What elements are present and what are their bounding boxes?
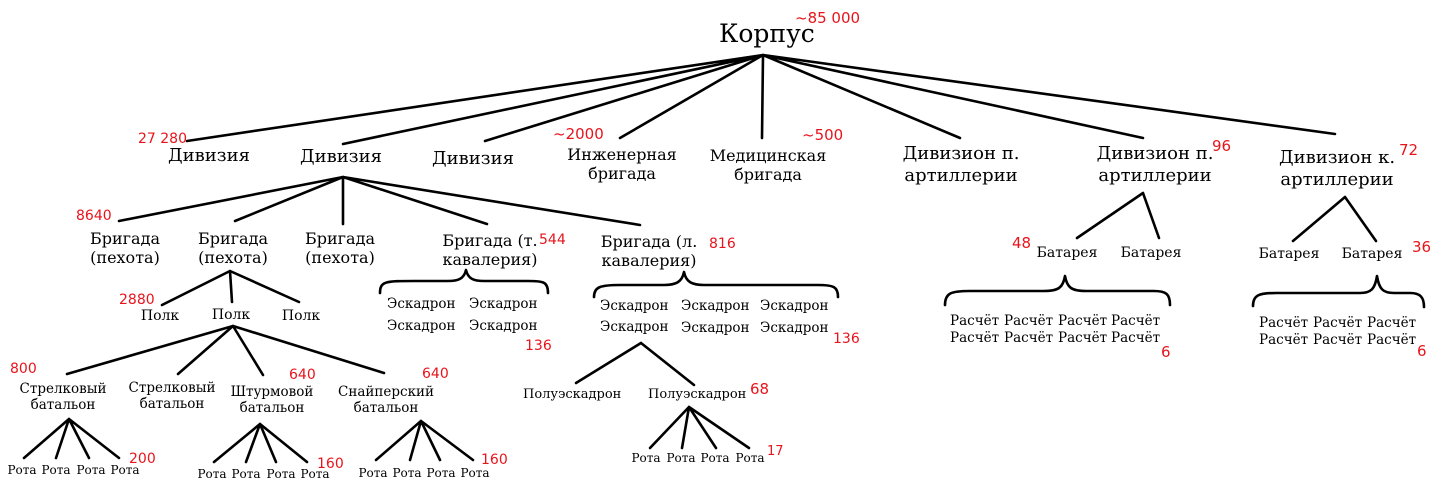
heavy-cavalry-brigade-count: 544 xyxy=(539,232,566,248)
field-battery-label: Батарея xyxy=(1120,245,1182,261)
crew-label: Расчёт xyxy=(1058,313,1108,329)
division-1-label: Дивизия xyxy=(168,145,250,166)
company-label: Рота xyxy=(700,451,730,465)
crew-label: Расчёт xyxy=(1004,330,1054,346)
rifle-battalion-1-label: Стрелковый батальон xyxy=(19,381,107,414)
company-label: Рота xyxy=(300,467,330,481)
company-label: Рота xyxy=(735,451,765,465)
light-squadron-label: Эскадрон xyxy=(760,320,829,336)
cavalry-battery-label: Батарея xyxy=(1258,246,1320,262)
company-label: Рота xyxy=(76,463,106,477)
rifle-battalion-2-label: Стрелковый батальон xyxy=(128,380,216,413)
company-group-4-count: 17 xyxy=(767,444,784,459)
crew-label: Расчёт xyxy=(950,313,1000,329)
crew-label: Расчёт xyxy=(1111,313,1161,329)
division-2-label: Дивизия xyxy=(300,146,382,167)
crew-label: Расчёт xyxy=(1367,315,1417,331)
light-squadron-count: 136 xyxy=(833,331,860,347)
crew-label: Расчёт xyxy=(1058,330,1108,346)
heavy-squadron-label: Эскадрон xyxy=(387,296,456,312)
crew-label: Расчёт xyxy=(1313,315,1363,331)
field-battery-label: Батарея xyxy=(1036,245,1098,261)
light-squadron-label: Эскадрон xyxy=(760,298,829,314)
regiment-3-label: Полк xyxy=(281,308,321,324)
division-3-label: Дивизия xyxy=(432,148,514,169)
rifle-battalion-1-count: 800 xyxy=(10,361,37,377)
field-artillery-division-2-label: Дивизион п. артиллерии xyxy=(1096,143,1214,186)
crew-label: Расчёт xyxy=(1367,332,1417,348)
crew-label: Расчёт xyxy=(1313,332,1363,348)
company-group-2-count: 160 xyxy=(317,456,344,472)
infantry-brigade-3-label: Бригада (пехота) xyxy=(305,229,375,268)
light-squadron-label: Эскадрон xyxy=(681,298,750,314)
company-label: Рота xyxy=(666,451,696,465)
company-label: Рота xyxy=(110,463,140,477)
light-squadron-label: Эскадрон xyxy=(600,319,669,335)
company-label: Рота xyxy=(7,463,37,477)
half-squadron-count: 68 xyxy=(750,380,770,398)
corps-label: Корпус xyxy=(719,19,815,48)
infantry-brigade-2-label: Бригада (пехота) xyxy=(198,229,268,268)
company-group-1-count: 200 xyxy=(129,451,156,467)
company-group-3-count: 160 xyxy=(481,452,508,468)
crew-label: Расчёт xyxy=(1259,332,1309,348)
corps-count: ~85 000 xyxy=(795,9,861,27)
heavy-squadron-label: Эскадрон xyxy=(469,296,538,312)
light-cavalry-brigade-label: Бригада (л. кавалерия) xyxy=(600,232,698,271)
company-label: Рота xyxy=(231,467,261,481)
cavalry-battery-count: 36 xyxy=(1412,238,1432,256)
regiment-1-label: Полк xyxy=(140,308,180,324)
company-label: Рота xyxy=(460,466,490,480)
sniper-battalion-label: Снайперский батальон xyxy=(338,384,434,417)
regiment-2-label: Полк xyxy=(211,307,251,323)
field-artillery-division-1-label: Дивизион п. артиллерии xyxy=(902,143,1020,186)
cavalry-battery-label: Батарея xyxy=(1341,246,1403,262)
sniper-battalion-count: 640 xyxy=(422,366,449,382)
company-label: Рота xyxy=(426,466,456,480)
crew-label: Расчёт xyxy=(1004,313,1054,329)
crew-label: Расчёт xyxy=(1111,330,1161,346)
company-label: Рота xyxy=(358,466,388,480)
field-battery-count: 48 xyxy=(1012,234,1032,252)
cavalry-crew-count: 6 xyxy=(1417,342,1427,360)
medical-brigade-count: ~500 xyxy=(802,126,844,144)
heavy-squadron-label: Эскадрон xyxy=(469,318,538,334)
half-squadron-label: Полуэскадрон xyxy=(523,387,622,402)
engineer-brigade-count: ~2000 xyxy=(553,125,604,143)
crew-label: Расчёт xyxy=(950,330,1000,346)
company-label: Рота xyxy=(392,466,422,480)
light-cavalry-brigade-count: 816 xyxy=(709,236,736,252)
light-squadron-label: Эскадрон xyxy=(600,298,669,314)
cavalry-artillery-division-label: Дивизион к. артиллерии xyxy=(1278,147,1396,190)
company-label: Рота xyxy=(631,451,661,465)
cavalry-artillery-division-count: 72 xyxy=(1399,141,1419,159)
division-1-count: 27 280 xyxy=(138,131,187,147)
infantry-brigade-1-label: Бригада (пехота) xyxy=(90,229,160,268)
half-squadron-label: Полуэскадрон xyxy=(648,387,747,402)
infantry-brigade-1-count: 8640 xyxy=(76,208,112,224)
crew-label: Расчёт xyxy=(1259,315,1309,331)
field-crew-count: 6 xyxy=(1161,343,1171,361)
field-artillery-division-2-count: 96 xyxy=(1212,137,1232,155)
engineer-brigade-label: Инженерная бригада xyxy=(567,145,677,184)
company-label: Рота xyxy=(266,467,296,481)
assault-battalion-count: 640 xyxy=(289,367,316,383)
heavy-squadron-label: Эскадрон xyxy=(387,318,456,334)
company-label: Рота xyxy=(41,463,71,477)
medical-brigade-label: Медицинская бригада xyxy=(709,146,827,185)
assault-battalion-label: Штурмовой батальон xyxy=(230,384,314,417)
heavy-cavalry-brigade-label: Бригада (т. кавалерия) xyxy=(442,231,538,270)
heavy-squadron-count: 136 xyxy=(525,338,552,354)
regiment-1-count: 2880 xyxy=(119,292,155,308)
light-squadron-label: Эскадрон xyxy=(681,320,750,336)
company-label: Рота xyxy=(197,467,227,481)
